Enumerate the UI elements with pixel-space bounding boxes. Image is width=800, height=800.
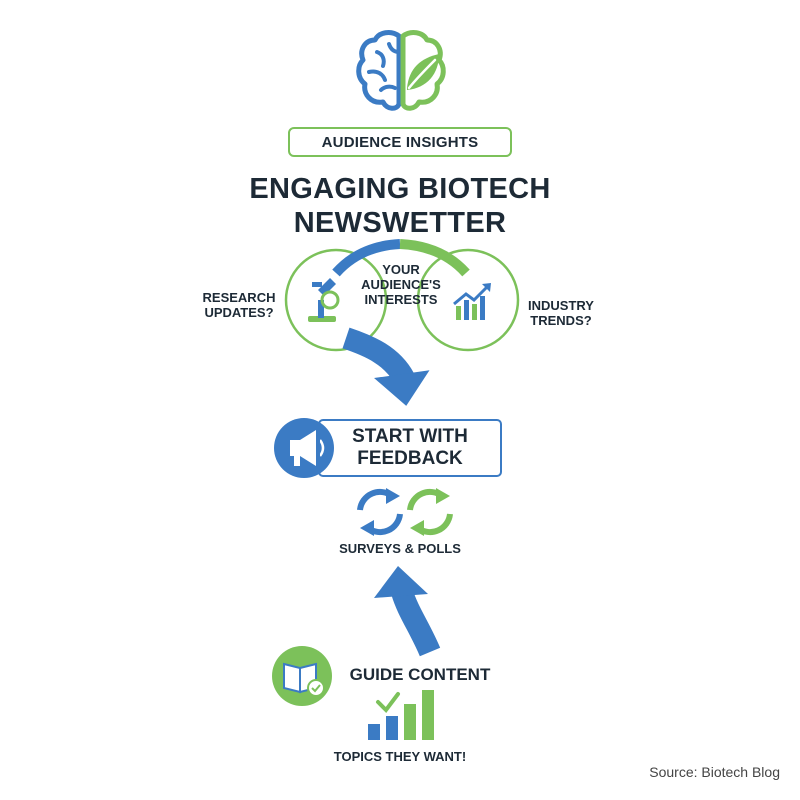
refresh-cycle-icon	[357, 488, 453, 536]
guide-content-label: GUIDE CONTENT	[349, 665, 491, 684]
arrow-to-surveys	[391, 588, 441, 657]
source-credit: Source: Biotech Blog	[649, 764, 780, 780]
audience-insights-badge: AUDIENCE INSIGHTS	[288, 127, 512, 157]
topics-they-want-label: TOPICS THEY WANT!	[333, 749, 467, 764]
interests-arc-blue	[332, 239, 401, 277]
surveys-polls-label: SURVEYS & POLLS	[339, 541, 461, 556]
title-line-1: ENGAGING BIOTECH	[249, 173, 551, 205]
research-updates-label: RESEARCH UPDATES?	[202, 290, 276, 320]
start-with-feedback-box: START WITH FEEDBACK	[318, 419, 502, 477]
growth-chart-icon	[453, 283, 491, 320]
book-check-icon	[283, 662, 325, 697]
page-title: ENGAGING BIOTECH NEWSWETTER	[150, 172, 650, 240]
bar-chart-check-icon	[368, 690, 434, 740]
interests-arc-green	[399, 239, 470, 277]
brain-leaf-icon	[356, 30, 446, 111]
interests-label: YOUR AUDIENCE'S INTERESTS	[361, 262, 441, 307]
megaphone-icon	[290, 430, 325, 466]
title-line-2: NEWSWETTER	[293, 207, 507, 239]
industry-trends-label: INDUSTRY TRENDS?	[528, 298, 594, 328]
microscope-icon	[308, 278, 340, 322]
research-circle	[284, 248, 388, 352]
arrow-to-feedback	[342, 327, 414, 384]
